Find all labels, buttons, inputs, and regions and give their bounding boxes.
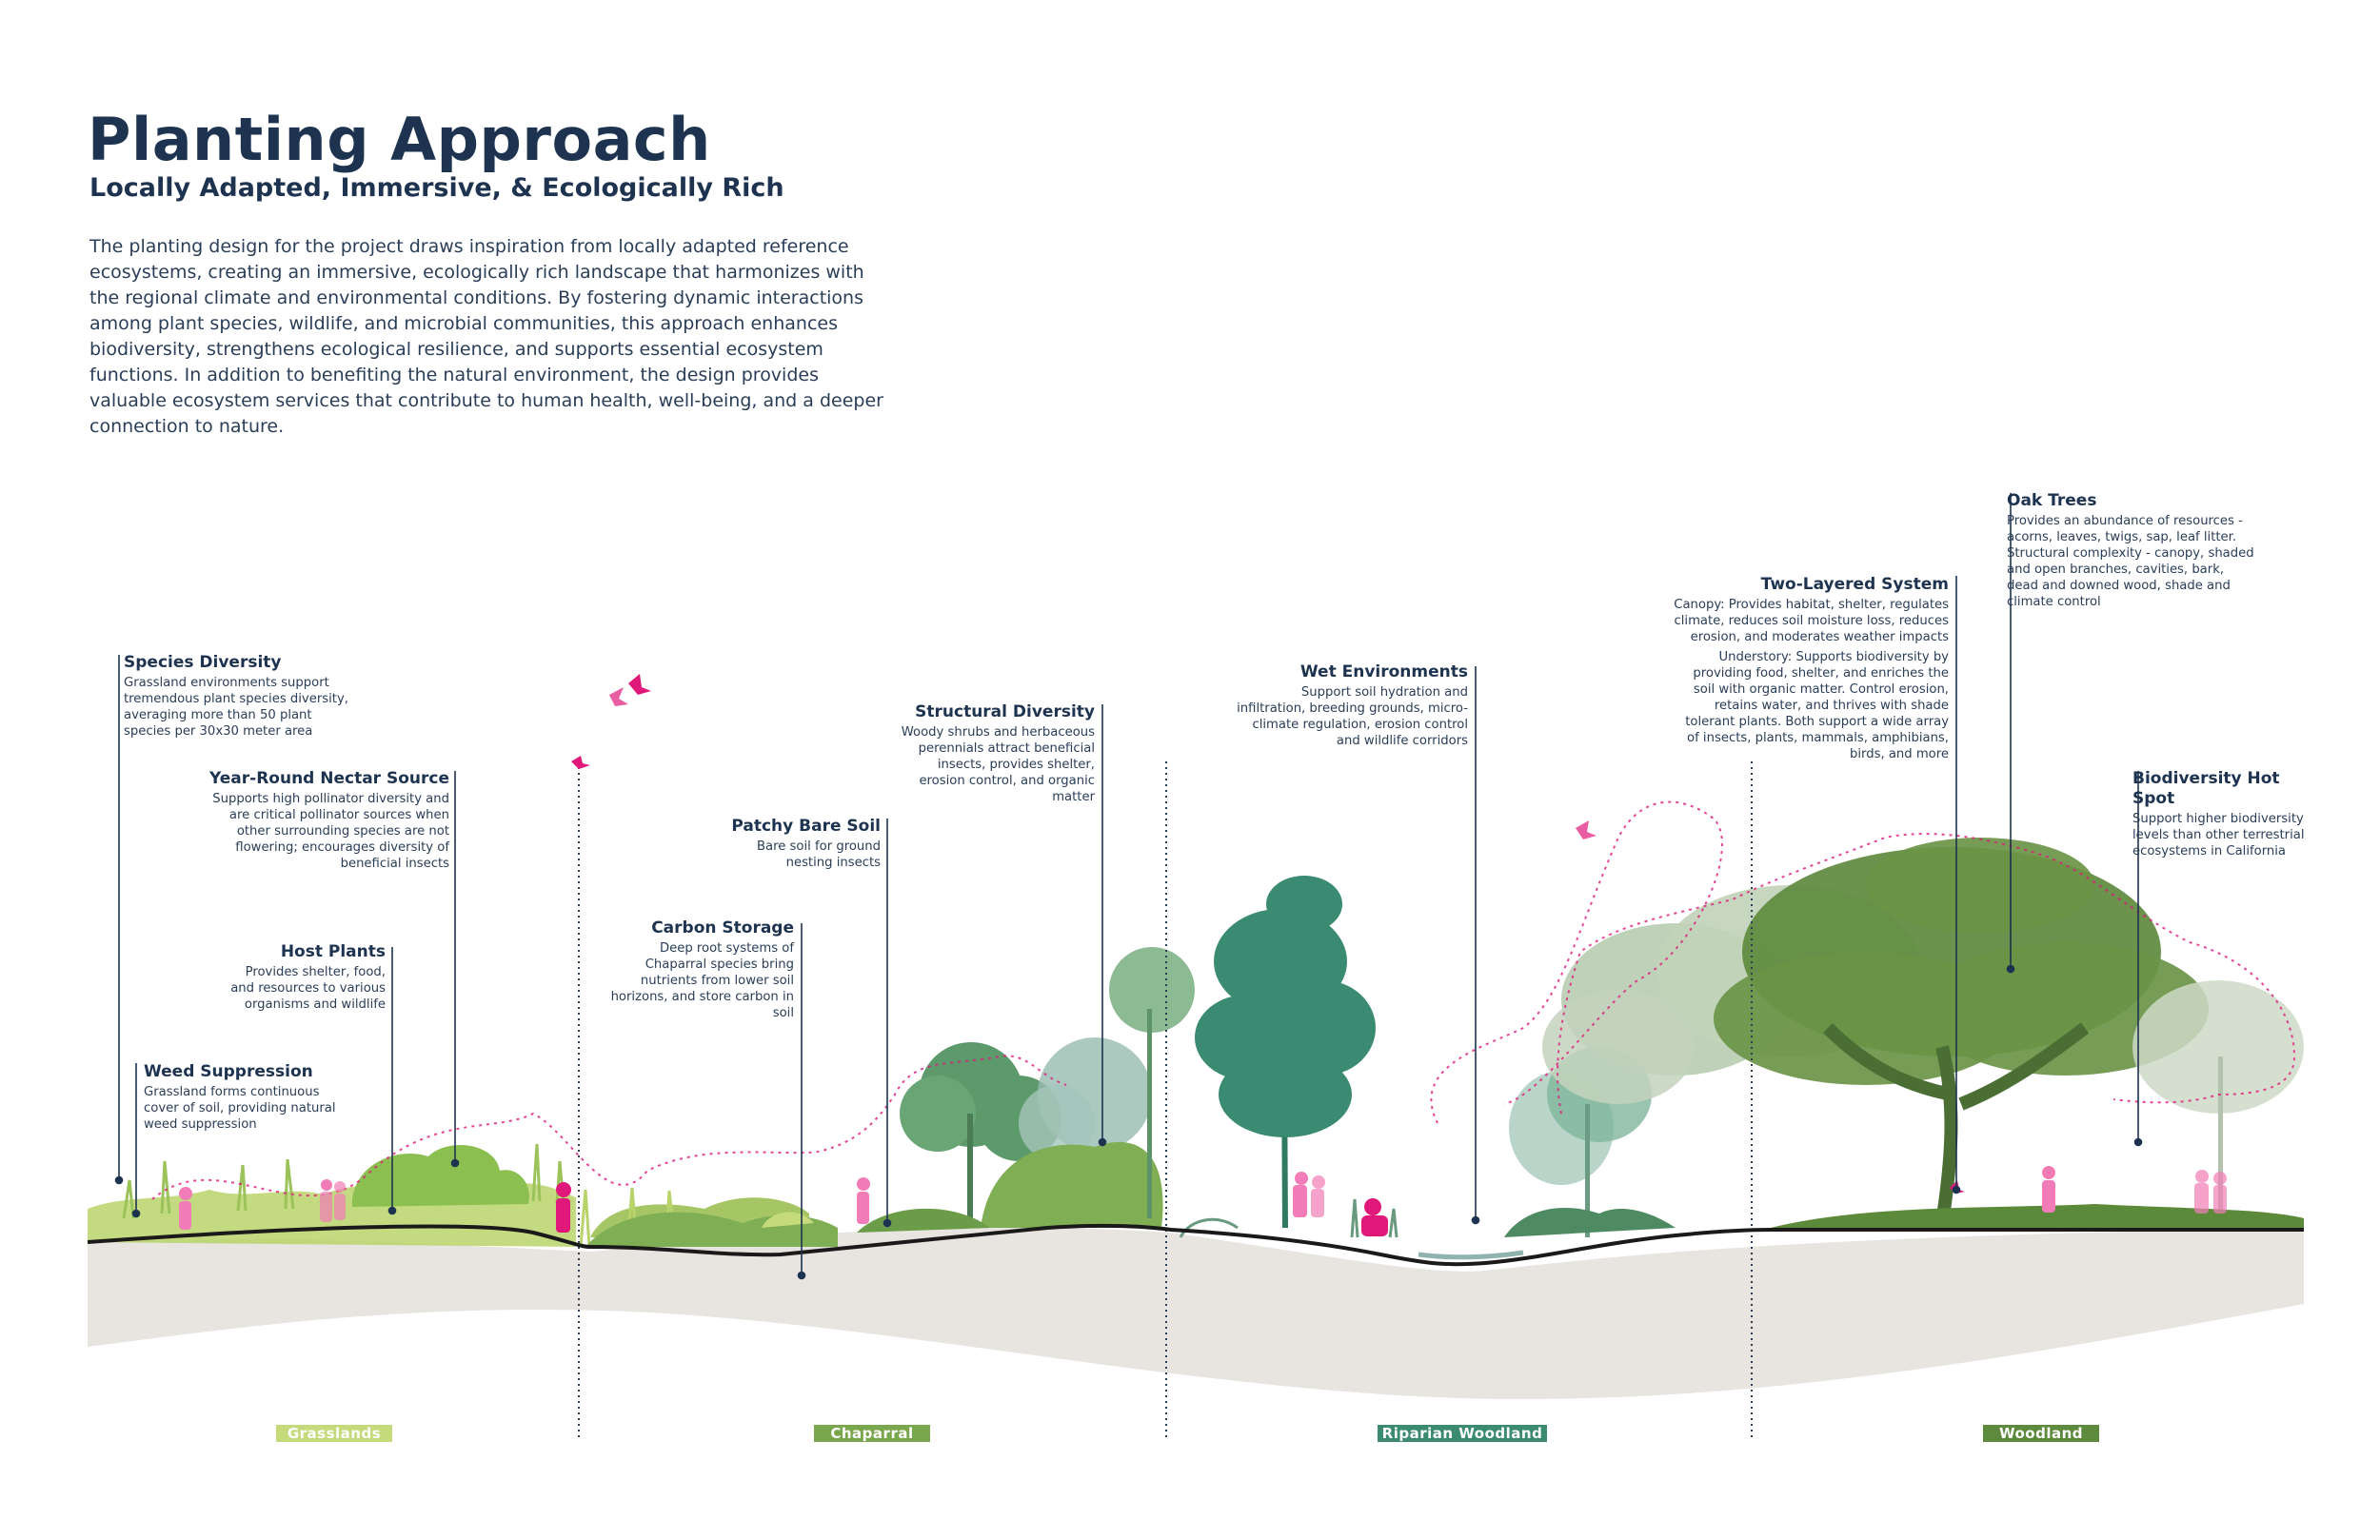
woodland-vegetation [1542, 838, 2304, 1230]
annotation-title: Two-Layered System [1760, 575, 1949, 594]
zone-label-chaparral: Chaparral [814, 1425, 930, 1442]
annotation-title: Biodiversity Hot Spot [2132, 769, 2280, 808]
water-feature [1418, 1250, 1524, 1260]
zone-label-riparian-woodland: Riparian Woodland [1378, 1425, 1547, 1442]
zone-dividers [578, 761, 1753, 1437]
annotation-species-diversity: Species Diversity Grassland environments… [124, 653, 362, 740]
annotation-text: Provides an abundance of resources - aco… [2007, 514, 2254, 609]
page-title: Planting Approach [88, 105, 711, 174]
annotation-title: Species Diversity [124, 653, 282, 672]
ground-line [87, 1223, 2304, 1267]
annotation-text: Bare soil for ground nesting insects [756, 839, 881, 870]
annotation-canopy-text: Canopy: Provides habitat, shelter, regul… [1674, 598, 1949, 644]
soil-section [88, 1227, 2304, 1399]
annotation-host-plants: Host Plants Provides shelter, food, and … [228, 942, 386, 1013]
annotation-understory-text: Understory: Supports biodiversity by pro… [1685, 650, 1949, 761]
annotation-oak-trees: Oak Trees Provides an abundance of resou… [2007, 491, 2254, 610]
chaparral-vegetation [585, 947, 1195, 1247]
zone-label-woodland: Woodland [1983, 1425, 2099, 1442]
page-subtitle: Locally Adapted, Immersive, & Ecological… [89, 173, 784, 203]
pollinator-paths [151, 800, 2296, 1200]
annotation-carbon-storage: Carbon Storage Deep root systems of Chap… [596, 918, 794, 1021]
annotation-text: Grassland environments support tremendou… [124, 676, 348, 739]
annotation-title: Host Plants [280, 942, 386, 961]
zone-label-grasslands: Grasslands [276, 1425, 392, 1442]
annotation-text: Provides shelter, food, and resources to… [230, 965, 386, 1012]
annotation-patchy-bare-soil: Patchy Bare Soil Bare soil for ground ne… [724, 817, 881, 871]
annotation-title: Patchy Bare Soil [731, 817, 881, 836]
annotation-text: Grassland forms continuous cover of soil… [144, 1085, 336, 1132]
annotation-title: Oak Trees [2007, 491, 2097, 510]
bird-icons [571, 674, 1965, 1194]
annotation-biodiversity-hotspot: Biodiversity Hot Spot Support higher bio… [2132, 769, 2310, 859]
annotation-two-layered-system: Two-Layered System Canopy: Provides habi… [1671, 575, 1949, 762]
annotation-leaders [114, 493, 2143, 1280]
annotation-weed-suppression: Weed Suppression Grassland forms continu… [144, 1062, 344, 1133]
annotation-wet-environments: Wet Environments Support soil hydration … [1233, 662, 1468, 749]
annotation-text: Support soil hydration and infiltration,… [1237, 685, 1468, 748]
annotation-text: Deep root systems of Chaparral species b… [610, 941, 794, 1020]
annotation-title: Carbon Storage [651, 918, 794, 938]
annotation-text: Support higher biodiversity levels than … [2132, 812, 2305, 859]
annotation-structural-diversity: Structural Diversity Woody shrubs and he… [895, 702, 1095, 805]
annotation-title: Wet Environments [1299, 662, 1468, 681]
riparian-vegetation [1179, 876, 1676, 1238]
intro-paragraph: The planting design for the project draw… [89, 236, 883, 437]
people-figures-accent [556, 1182, 1388, 1236]
annotation-text: Woody shrubs and herbaceous perennials a… [901, 725, 1095, 804]
annotation-title: Year-Round Nectar Source [209, 769, 450, 788]
annotation-text: Supports high pollinator diversity and a… [212, 792, 449, 871]
annotation-title: Structural Diversity [915, 702, 1095, 721]
people-figures [179, 1166, 2227, 1230]
annotation-title: Weed Suppression [144, 1062, 313, 1081]
annotation-nectar-source: Year-Round Nectar Source Supports high p… [209, 769, 449, 872]
